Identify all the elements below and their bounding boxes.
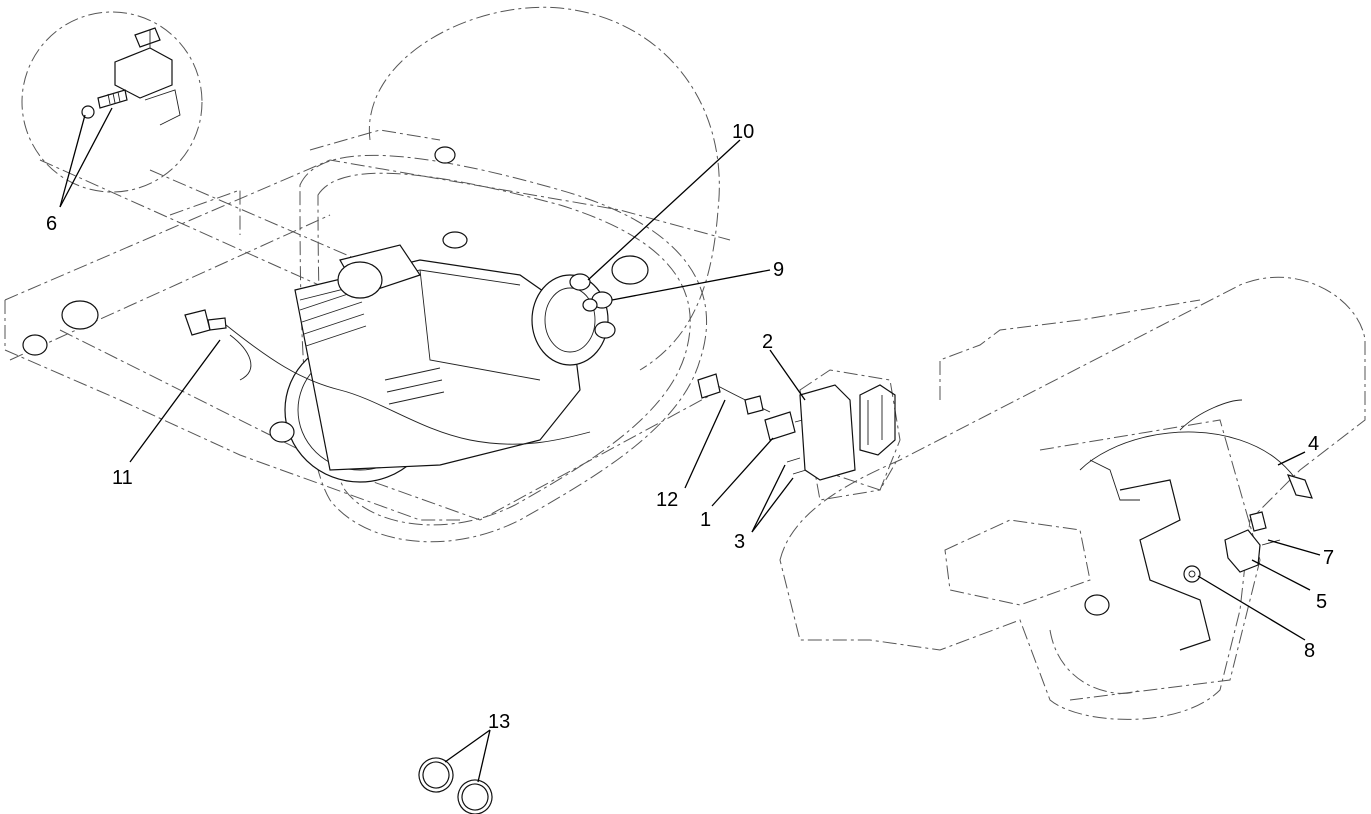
engine-assembly xyxy=(22,146,649,483)
callout-8: 8 xyxy=(1304,640,1315,662)
screws-item-3 xyxy=(786,457,807,475)
callout-13: 13 xyxy=(488,711,510,733)
detail-item-6 xyxy=(81,27,181,126)
callout-1: 1 xyxy=(700,509,711,531)
leader-13a xyxy=(444,729,491,763)
leader-8 xyxy=(1197,575,1306,641)
leader-7 xyxy=(1267,539,1321,556)
callout-5: 5 xyxy=(1316,591,1327,613)
callout-4: 4 xyxy=(1308,433,1319,455)
phantom-frame xyxy=(4,6,1366,720)
leader-6a xyxy=(59,114,86,208)
callout-labels: 6 10 9 2 11 12 1 3 4 7 5 8 13 xyxy=(46,121,1334,733)
leader-10 xyxy=(587,139,741,281)
callout-3: 3 xyxy=(734,531,745,553)
harness-item-4 xyxy=(1079,399,1313,499)
leader-9 xyxy=(611,269,771,301)
leader-13b xyxy=(477,729,491,783)
callout-9: 9 xyxy=(773,259,784,281)
leader-1 xyxy=(711,437,774,507)
callout-2: 2 xyxy=(762,331,773,353)
callout-11: 11 xyxy=(112,467,133,489)
harness-item-12 xyxy=(697,373,771,415)
callout-12: 12 xyxy=(656,489,678,511)
leader-6b xyxy=(59,107,113,208)
callout-10: 10 xyxy=(732,121,754,143)
leader-2 xyxy=(769,349,806,401)
leader-3a xyxy=(751,464,786,533)
callout-6: 6 xyxy=(46,213,57,235)
leader-12 xyxy=(684,399,726,489)
console-mechanism xyxy=(1084,459,1281,651)
leader-4 xyxy=(1277,451,1306,466)
leader-lines xyxy=(59,107,1321,783)
leader-3b xyxy=(751,477,794,533)
leader-11 xyxy=(129,339,221,463)
o-rings-item-13 xyxy=(418,757,493,814)
leader-5 xyxy=(1251,559,1311,591)
callout-7: 7 xyxy=(1323,547,1334,569)
bracket-item-2 xyxy=(799,384,896,481)
wire-harness-item-11 xyxy=(184,309,591,445)
